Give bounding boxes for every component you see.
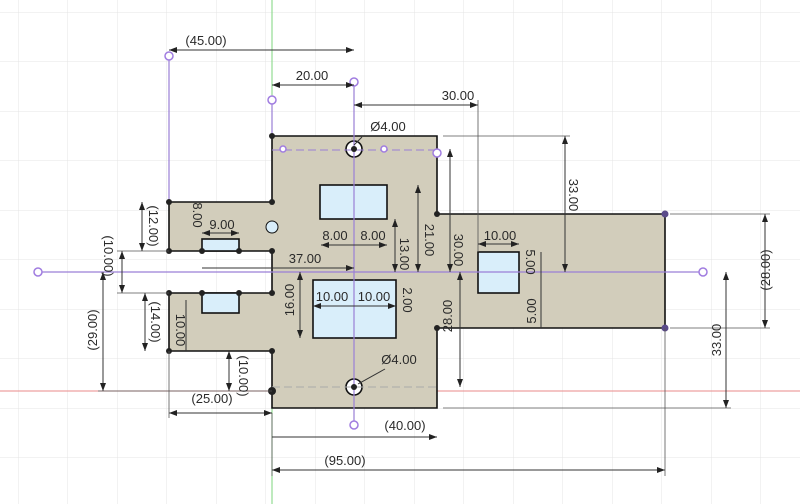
dimension-lines: [98, 47, 770, 476]
dim-5-upper[interactable]: 5.00: [523, 249, 538, 274]
dim-30-top[interactable]: 30.00: [442, 88, 475, 103]
dim-29[interactable]: (29.00): [85, 309, 100, 350]
dim-10-gap[interactable]: (10.00): [101, 235, 116, 276]
dim-10-tab[interactable]: 10.00: [484, 228, 517, 243]
dim-95[interactable]: (95.00): [324, 453, 365, 468]
circle-small[interactable]: [265, 220, 279, 234]
dim-9[interactable]: 9.00: [209, 217, 234, 232]
dim-8-right[interactable]: 8.00: [360, 228, 385, 243]
dim-10-left[interactable]: 10.00: [173, 314, 188, 347]
slot-upper[interactable]: [201, 238, 240, 252]
dim-33-right[interactable]: 33.00: [709, 324, 724, 357]
dim-30-vertical[interactable]: 30.00: [451, 234, 466, 267]
dim-8-left-slot[interactable]: 8.00: [190, 202, 205, 227]
dim-21[interactable]: 21.00: [422, 224, 437, 257]
dim-28-right[interactable]: (28.00): [758, 249, 773, 290]
dim-20[interactable]: 20.00: [296, 68, 329, 83]
dim-25[interactable]: (25.00): [191, 391, 232, 406]
dim-diameter-bottom[interactable]: Ø4.00: [381, 352, 416, 367]
dim-28-vertical[interactable]: 28.00: [440, 300, 455, 333]
dim-13[interactable]: 13.00: [397, 238, 412, 271]
sketch-points: [166, 133, 669, 395]
dim-10-center-right[interactable]: 10.00: [358, 289, 391, 304]
slot-lower[interactable]: [201, 292, 240, 314]
dim-12[interactable]: (12.00): [146, 205, 161, 246]
dim-10-bottom[interactable]: (10.00): [236, 355, 251, 396]
dim-16[interactable]: 16.00: [282, 284, 297, 317]
dim-37[interactable]: 37.00: [289, 251, 322, 266]
dim-10-center-left[interactable]: 10.00: [316, 289, 349, 304]
dim-40[interactable]: (40.00): [384, 418, 425, 433]
dim-14[interactable]: (14.00): [148, 301, 163, 342]
construction-lines: [33, 51, 708, 430]
dim-8-left[interactable]: 8.00: [322, 228, 347, 243]
dim-45[interactable]: (45.00): [185, 33, 226, 48]
dim-2[interactable]: 2.00: [400, 287, 415, 312]
dimension-labels: (45.00) 20.00 30.00 Ø4.00 33.00 (28.00) …: [85, 33, 773, 468]
dim-33-top[interactable]: 33.00: [566, 179, 581, 212]
dim-diameter-top[interactable]: Ø4.00: [370, 119, 405, 134]
dim-5-lower[interactable]: 5.00: [524, 298, 539, 323]
